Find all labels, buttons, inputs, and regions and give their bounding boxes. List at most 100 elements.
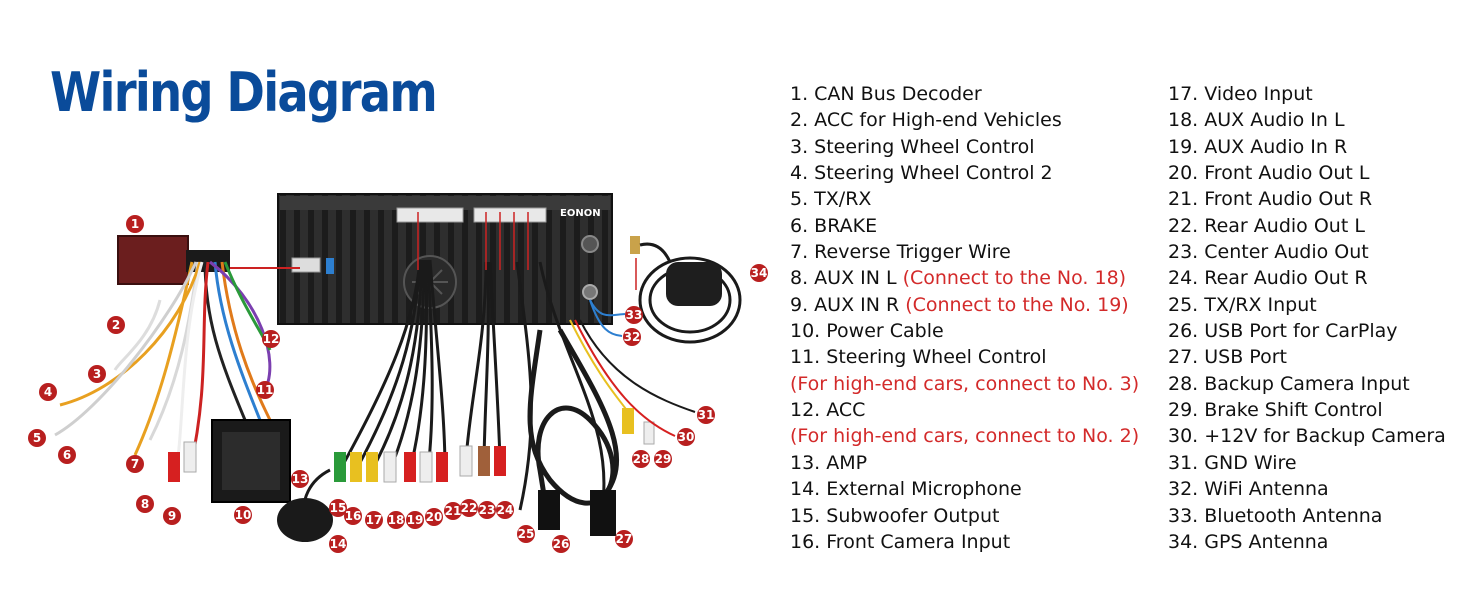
- legend-item-label: 17. Video Input: [1168, 83, 1313, 105]
- legend-item-label: 9. AUX IN R: [790, 293, 900, 316]
- legend-item-label: 29. Brake Shift Control: [1168, 399, 1383, 422]
- callout-badge-label: 22: [461, 501, 478, 515]
- legend-item-label: 7. Reverse Trigger Wire: [790, 241, 1011, 264]
- callout-badge: [478, 501, 496, 519]
- legend-item: 5. TX/RX: [790, 186, 1139, 212]
- legend-item-note: (Connect to the No. 19): [905, 293, 1129, 316]
- callout-badge: [136, 495, 154, 513]
- legend-item: 31. GND Wire: [1168, 450, 1446, 476]
- legend-item: (For high-end cars, connect to No. 3): [790, 371, 1139, 397]
- callout-badge-label: 33: [626, 308, 643, 322]
- legend-item: 17. Video Input: [1168, 81, 1446, 107]
- callout-badge: [444, 502, 462, 520]
- callout-badge: [126, 215, 144, 233]
- legend-item: 27. USB Port: [1168, 344, 1446, 370]
- callout-badge: [256, 381, 274, 399]
- rca-cables: [302, 259, 606, 521]
- legend-item: 34. GPS Antenna: [1168, 529, 1446, 555]
- head-unit: EONON: [277, 193, 613, 325]
- callout-badge: [291, 470, 309, 488]
- callout-badge-label: 3: [93, 367, 101, 381]
- callout-badge-label: 18: [388, 513, 405, 527]
- legend-item-label: 23. Center Audio Out: [1168, 241, 1369, 264]
- callout-badge: [262, 330, 280, 348]
- callout-badge-label: 6: [63, 448, 71, 462]
- legend-item: 14. External Microphone: [790, 476, 1139, 502]
- callout-badge-label: 4: [44, 385, 52, 399]
- callout-badge-label: 30: [678, 430, 695, 444]
- callout-badge: [460, 499, 478, 517]
- legend-item: 23. Center Audio Out: [1168, 239, 1446, 265]
- legend-item: 3. Steering Wheel Control: [790, 134, 1139, 160]
- legend-item-label: 20. Front Audio Out L: [1168, 162, 1370, 185]
- legend-item-label: 3. Steering Wheel Control: [790, 135, 1035, 158]
- antenna-wires: [569, 299, 696, 437]
- legend-item-label: 1. CAN Bus Decoder: [790, 83, 982, 105]
- legend-item: 28. Backup Camera Input: [1168, 371, 1446, 397]
- legend-item: 29. Brake Shift Control: [1168, 397, 1446, 423]
- callout-badge: [517, 525, 535, 543]
- callout-badge-label: 26: [553, 537, 570, 551]
- callout-badge-label: 31: [698, 408, 715, 422]
- callout-badge: [329, 535, 347, 553]
- usb-plug: [590, 490, 616, 536]
- callout-badge-label: 14: [330, 537, 347, 551]
- usb-plug-carplay: [538, 490, 560, 530]
- legend-item-label: 21. Front Audio Out R: [1168, 188, 1373, 211]
- callout-badge-label: 15: [330, 501, 347, 515]
- callout-badge-label: 10: [235, 508, 252, 522]
- legend-item-label: 33. Bluetooth Antenna: [1168, 504, 1383, 527]
- legend-item: 8. AUX IN L(Connect to the No. 18): [790, 265, 1139, 291]
- legend-item-label: 24. Rear Audio Out R: [1168, 267, 1368, 290]
- legend-item-note: (Connect to the No. 18): [902, 267, 1127, 290]
- callout-badge: [329, 499, 347, 517]
- callout-badge-label: 5: [33, 431, 41, 445]
- legend-item-label: 16. Front Camera Input: [790, 530, 1011, 553]
- callout-badge: [677, 428, 695, 446]
- legend-item-label: 14. External Microphone: [790, 478, 1022, 501]
- callout-badge-label: 32: [624, 330, 641, 344]
- legend-item: 4. Steering Wheel Control 2: [790, 160, 1139, 186]
- callout-badge: [623, 328, 641, 346]
- legend-item-label: 10. Power Cable: [790, 320, 944, 343]
- legend-item: 1. CAN Bus Decoder: [790, 81, 1139, 107]
- legend-item-label: 26. USB Port for CarPlay: [1168, 320, 1398, 343]
- callout-badge: [234, 506, 252, 524]
- legend-item-label: 34. GPS Antenna: [1168, 530, 1329, 553]
- callout-badge: [344, 507, 362, 525]
- legend-item: 22. Rear Audio Out L: [1168, 213, 1446, 239]
- callout-badge-label: 34: [751, 266, 768, 280]
- legend-item-label: 27. USB Port: [1168, 346, 1287, 369]
- callout-badge-label: 11: [257, 383, 274, 397]
- callout-badge: [632, 450, 650, 468]
- callout-badge: [496, 501, 514, 519]
- callout-badge: [552, 535, 570, 553]
- callout-badge-label: 23: [479, 503, 496, 517]
- legend-item-label: 32. WiFi Antenna: [1168, 478, 1329, 501]
- callout-badge: [387, 511, 405, 529]
- legend-item-note: (For high-end cars, connect to No. 3): [790, 372, 1140, 395]
- callout-badge-label: 16: [345, 509, 362, 523]
- callout-badge: [163, 507, 181, 525]
- microphone: [277, 498, 333, 542]
- brand-label: EONON: [560, 208, 601, 219]
- legend-item: 18. AUX Audio In L: [1168, 107, 1446, 133]
- legend-item-label: 11. Steering Wheel Control: [790, 346, 1047, 369]
- callout-badge-label: 2: [112, 318, 120, 332]
- callout-badge-label: 27: [616, 532, 633, 546]
- legend-item: 12. ACC: [790, 397, 1139, 423]
- legend-item-label: 30. +12V for Backup Camera: [1168, 425, 1446, 448]
- legend-item: 24. Rear Audio Out R: [1168, 265, 1446, 291]
- callout-badge: [615, 530, 633, 548]
- leader-lines: [417, 212, 637, 290]
- legend-item: 10. Power Cable: [790, 318, 1139, 344]
- legend-item-label: 12. ACC: [790, 399, 866, 422]
- callout-badge-label: 7: [131, 457, 139, 471]
- callout-badge-label: 8: [141, 497, 149, 511]
- legend-item: 33. Bluetooth Antenna: [1168, 503, 1446, 529]
- callout-badge-label: 12: [263, 332, 280, 346]
- legend-item: 16. Front Camera Input: [790, 529, 1139, 555]
- callout-badge-label: 17: [366, 513, 383, 527]
